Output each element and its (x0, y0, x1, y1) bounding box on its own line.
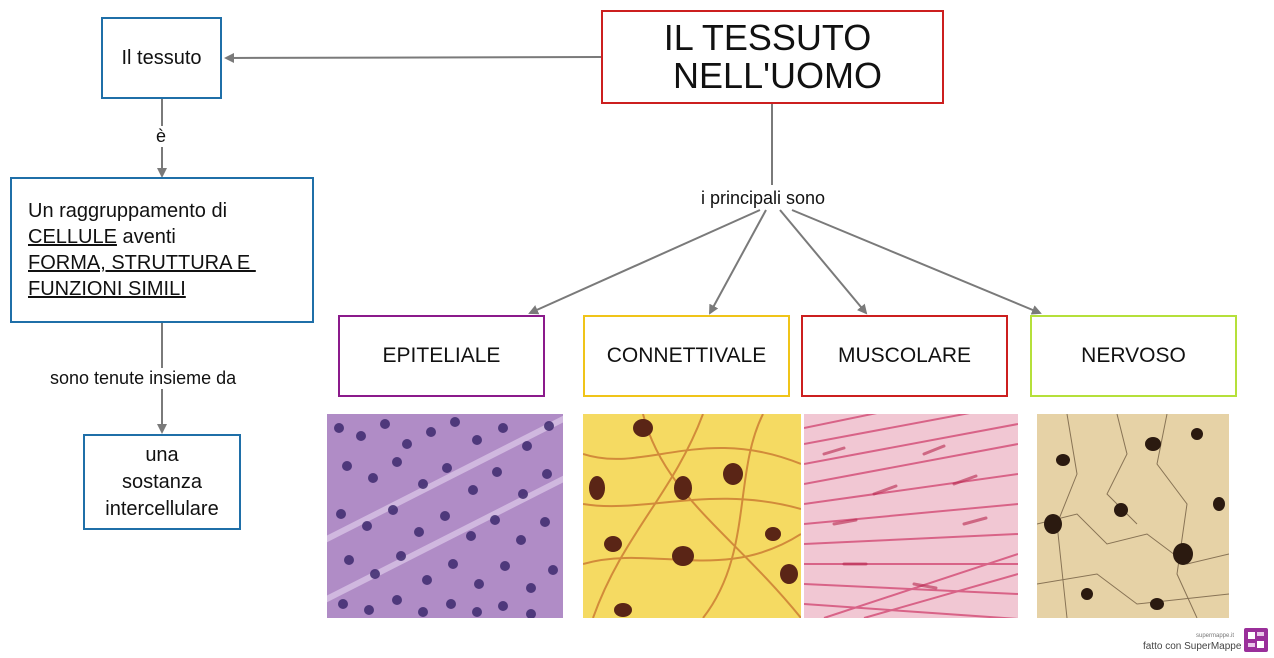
nerve-micrograph-image (1037, 414, 1229, 618)
sostanza-line-2: sostanza (121, 470, 203, 493)
muscle-micrograph-image (804, 414, 1018, 618)
link-label-e: è (154, 126, 169, 147)
arrow-title-to-tessuto (224, 52, 602, 63)
definition-line-3: FORMA, STRUTTURA E (28, 252, 256, 274)
sostanza-line-1: una (145, 443, 179, 466)
footer-small-text: supermappe.it (1196, 633, 1235, 639)
link-label-tenute: sono tenute insieme da (48, 368, 239, 389)
tessuto-box: Il tessuto (101, 17, 222, 99)
definition-box: Un raggruppamento di CELLULE aventi FORM… (10, 177, 314, 323)
title-box: IL TESSUTO NELL'UOMO (601, 10, 944, 104)
type-label-muscolare: MUSCOLARE (837, 344, 972, 367)
tessuto-label: Il tessuto (121, 46, 202, 69)
epithelial-micrograph-image (327, 414, 563, 618)
connective-micrograph-image (583, 414, 801, 618)
arrow-to-muscolare (779, 209, 868, 315)
type-box-connettivale: CONNETTIVALE (583, 315, 790, 397)
type-box-muscolare: MUSCOLARE (801, 315, 1008, 397)
arrow-to-nervoso (791, 209, 1042, 315)
footer-brand: fatto con SuperMappe (1143, 641, 1242, 652)
definition-line-4: FUNZIONI SIMILI (28, 278, 186, 300)
type-label-nervoso: NERVOSO (1081, 344, 1186, 367)
type-label-connettivale: CONNETTIVALE (606, 344, 767, 367)
arrow-to-epiteliale (528, 209, 761, 315)
title-line-1: IL TESSUTO (663, 17, 872, 58)
supermappe-logo-icon (1244, 628, 1268, 652)
cellule-term: CELLULE (28, 226, 117, 248)
sostanza-box: una sostanza intercellulare (83, 434, 241, 530)
sostanza-line-3: intercellulare (105, 497, 219, 520)
arrow-to-connettivale (709, 209, 767, 315)
definition-line-2: CELLULE aventi (28, 224, 176, 250)
link-label-principali: i principali sono (699, 188, 828, 209)
definition-line-1: Un raggruppamento di (28, 200, 228, 222)
type-box-epiteliale: EPITELIALE (338, 315, 545, 397)
title-line-2: NELL'UOMO (673, 55, 882, 96)
type-box-nervoso: NERVOSO (1030, 315, 1237, 397)
type-label-epiteliale: EPITELIALE (382, 344, 501, 367)
definition-line-2-rest: aventi (116, 226, 176, 248)
